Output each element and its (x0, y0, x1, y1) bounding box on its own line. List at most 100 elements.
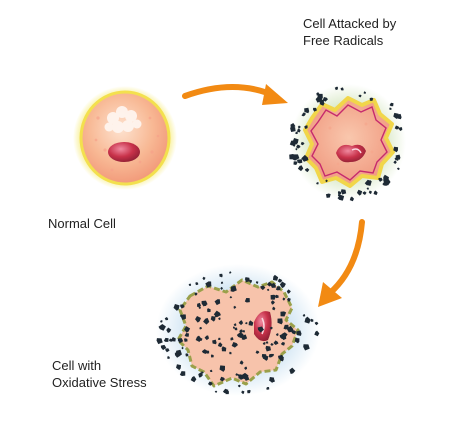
radical-particle (304, 316, 311, 324)
oxidative-label-line-1: Cell with (52, 358, 102, 373)
radical-particle (349, 196, 355, 202)
radical-particle (325, 193, 331, 198)
radical-particle (239, 360, 244, 365)
radical-particle (196, 302, 202, 308)
radical-particle (239, 329, 243, 334)
radical-particle (340, 198, 343, 201)
radical-particle (368, 190, 372, 195)
radical-particle (273, 340, 279, 345)
radical-particle (234, 327, 238, 331)
radical-particle (160, 344, 167, 351)
radical-particle (163, 337, 169, 342)
radical-particle (214, 299, 221, 306)
oxidative-cell-label: Cell with Oxidative Stress (52, 357, 147, 391)
radical-particle (290, 123, 296, 129)
radical-particle (217, 337, 221, 340)
radical-particle (302, 314, 306, 317)
radical-particle (233, 323, 237, 327)
radical-particle (304, 107, 310, 114)
radical-particle (304, 125, 308, 129)
radical-particle (272, 306, 276, 311)
radical-particle (281, 332, 288, 338)
radical-particle (180, 314, 186, 321)
radical-particle (185, 353, 189, 357)
radical-particle (266, 288, 270, 291)
radical-particle (261, 353, 268, 360)
radical-particle (278, 354, 285, 361)
radical-particle (255, 281, 259, 284)
radical-particle (293, 154, 300, 161)
free-radical-particles-icon (289, 86, 403, 202)
radical-particle (219, 273, 223, 278)
radical-particle (292, 137, 299, 145)
radical-particle (275, 333, 279, 337)
free-radical-particles-icon (156, 271, 320, 395)
radical-particle (268, 353, 273, 358)
radical-particle (203, 317, 210, 325)
radical-particle (235, 373, 239, 376)
radical-particle (296, 144, 301, 149)
radical-particle (218, 317, 221, 321)
radical-particle (173, 304, 180, 311)
radical-particle (301, 154, 309, 162)
radical-particle (316, 182, 319, 185)
radical-particle (236, 332, 244, 339)
radical-particle (229, 351, 232, 355)
radical-particle (260, 285, 266, 291)
radical-particle (177, 338, 184, 344)
radical-particle (195, 282, 199, 286)
attacked-label-line-2: Free Radicals (303, 33, 384, 48)
radical-particle (176, 364, 182, 371)
radical-particle (279, 281, 286, 289)
radical-particle (229, 271, 232, 274)
radical-particle (214, 314, 217, 318)
radical-particle (201, 300, 208, 307)
radical-particle (280, 311, 287, 317)
radical-particle (167, 355, 170, 359)
radical-particle (393, 112, 399, 119)
radical-particle (158, 324, 166, 331)
radical-particle (363, 91, 367, 94)
radical-particle (369, 97, 374, 101)
radical-particle (389, 107, 392, 110)
radical-particle (270, 294, 277, 300)
radical-particle (244, 366, 248, 370)
radical-particle (304, 168, 310, 173)
radical-particle (181, 346, 184, 350)
radical-particle (270, 282, 276, 288)
radical-particle (202, 276, 206, 281)
radical-particle (220, 281, 224, 284)
radical-particle (398, 127, 403, 131)
radical-particle (199, 326, 202, 330)
radical-particle (242, 330, 245, 333)
radical-particle (221, 346, 227, 352)
radical-particle (179, 371, 186, 376)
radical-particle (238, 320, 244, 326)
orange-curved-arrow-icon (318, 219, 365, 307)
radical-particle (230, 337, 234, 341)
radical-particle (322, 96, 328, 102)
radical-particle (219, 365, 226, 372)
radical-particle (277, 278, 283, 283)
radical-particle (160, 320, 163, 323)
radical-particle (249, 279, 253, 284)
radical-particle (275, 294, 279, 299)
radical-particle (231, 341, 238, 348)
radical-particle (362, 191, 367, 196)
radical-particle (164, 317, 169, 321)
radical-particle (297, 165, 304, 172)
normal-cell-label: Normal Cell (48, 216, 116, 231)
radical-particle (205, 281, 212, 288)
normal-cell (73, 86, 177, 190)
radical-particle (201, 349, 208, 355)
radical-particle (229, 296, 233, 299)
radical-particle (389, 102, 394, 107)
attacked-cell-label: Cell Attacked by Free Radicals (303, 15, 396, 49)
radical-particle (201, 371, 204, 374)
radical-particle (184, 338, 188, 342)
radical-particle (293, 161, 298, 165)
radical-particle (255, 350, 260, 354)
radical-particle (204, 335, 210, 341)
attacked-label-line-1: Cell Attacked by (303, 16, 397, 31)
radical-particle (337, 190, 342, 195)
